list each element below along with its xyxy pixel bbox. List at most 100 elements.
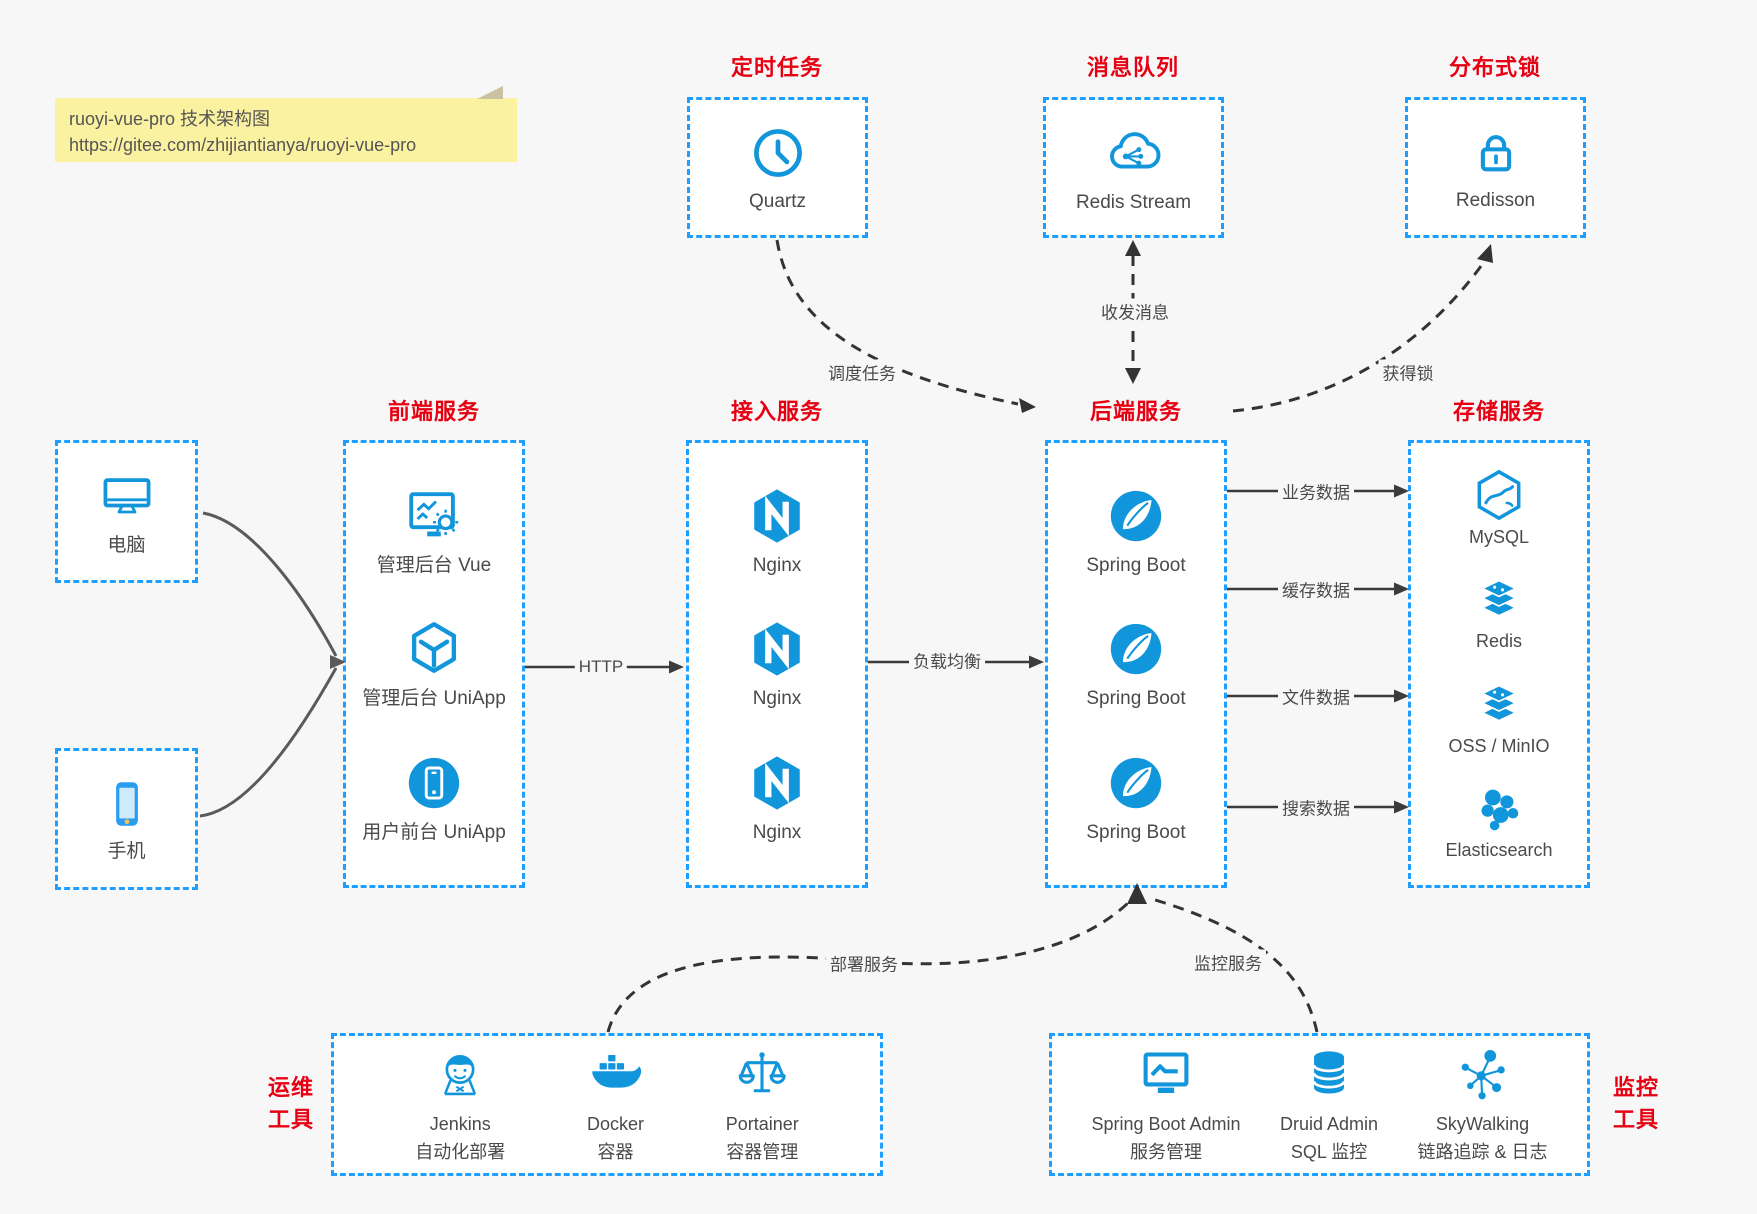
node-redisson: Redisson: [1456, 124, 1535, 212]
node-oss-minio: OSS / MinIO: [1448, 676, 1550, 757]
spring-boot-icon: [1105, 618, 1167, 680]
druid-icon: [1300, 1045, 1358, 1103]
node-spring-boot-admin: Spring Boot Admin 服务管理: [1091, 1045, 1241, 1164]
node-label: Redis Stream: [1075, 191, 1192, 213]
group-title-message-queue: 消息队列: [1086, 55, 1180, 80]
node-nginx-3: Nginx: [746, 752, 808, 844]
spring-boot-icon: [1105, 485, 1167, 547]
skywalking-icon: [1454, 1045, 1512, 1103]
node-label: Nginx: [752, 821, 802, 843]
node-spring-boot-3: Spring Boot: [1086, 752, 1186, 844]
node-quartz: Quartz: [748, 123, 808, 213]
edge-label-schedule-task: 调度任务: [824, 359, 900, 385]
ops-title-line2: 工具: [267, 1107, 315, 1132]
node-nginx-2: Nginx: [746, 618, 808, 710]
node-label: 管理后台 UniApp: [362, 688, 506, 710]
lock-icon: [1467, 124, 1525, 182]
edge-label-acquire-lock: 获得锁: [1378, 359, 1438, 385]
spring-boot-admin-icon: [1137, 1045, 1195, 1103]
node-redis-stream: Redis Stream: [1076, 122, 1191, 214]
node-label: Redisson: [1455, 189, 1536, 211]
edge-label-http: HTTP: [574, 657, 628, 677]
node-elasticsearch: Elasticsearch: [1445, 780, 1553, 861]
nginx-icon: [746, 618, 808, 680]
node-label: Elasticsearch: [1445, 840, 1553, 861]
edge-label-business-data: 业务数据: [1278, 478, 1354, 504]
portainer-icon: [733, 1045, 791, 1103]
jenkins-icon: [431, 1045, 489, 1103]
box-client-pc: 电脑: [55, 440, 198, 583]
desktop-icon: [97, 467, 157, 527]
title-note: ruoyi-vue-pro 技术架构图 https://gitee.com/zh…: [55, 86, 517, 162]
smartphone-icon: [98, 775, 156, 833]
tool-desc: 自动化部署: [415, 1141, 506, 1162]
box-gateway-services: Nginx Nginx Nginx: [686, 440, 868, 888]
node-docker: Docker 容器: [586, 1045, 644, 1164]
note-url: https://gitee.com/zhijiantianya/ruoyi-vu…: [69, 135, 417, 156]
uniapp-cube-icon: [403, 618, 465, 680]
node-label: Nginx: [752, 554, 802, 576]
edge-label-send-receive: 收发消息: [1097, 298, 1173, 324]
tool-name: Druid Admin: [1280, 1114, 1379, 1135]
node-portainer: Portainer 容器管理: [726, 1045, 799, 1164]
node-phone: 手机: [98, 775, 156, 863]
group-title-distributed-lock: 分布式锁: [1448, 55, 1542, 80]
group-title-storage: 存储服务: [1452, 399, 1546, 424]
tool-desc: 服务管理: [1130, 1141, 1202, 1162]
note-fold-corner: [477, 86, 503, 99]
box-storage-services: MySQL Redis OSS / MinIO Elasticsearch: [1408, 440, 1590, 888]
elasticsearch-icon: [1471, 780, 1527, 836]
node-label: 管理后台 Vue: [376, 554, 492, 576]
mysql-icon: [1471, 467, 1527, 523]
spring-boot-icon: [1105, 752, 1167, 814]
edge-acquire-lock: [1232, 261, 1486, 413]
node-redis: Redis: [1471, 571, 1527, 652]
node-admin-vue: 管理后台 Vue: [377, 485, 491, 577]
box-message-queue: Redis Stream: [1043, 97, 1224, 238]
group-title-ops-tools: 运维 工具: [268, 1072, 314, 1136]
node-druid-admin: Druid Admin SQL 监控: [1280, 1045, 1378, 1164]
monitor-title-line1: 监控: [1612, 1075, 1660, 1101]
node-label: MySQL: [1468, 526, 1529, 547]
admin-vue-icon: [403, 485, 465, 547]
node-spring-boot-1: Spring Boot: [1086, 485, 1186, 577]
nginx-icon: [746, 485, 808, 547]
note-title: ruoyi-vue-pro 技术架构图: [69, 109, 271, 129]
clock-icon: [748, 123, 808, 183]
group-title-scheduled-task: 定时任务: [730, 55, 824, 80]
redis-icon: [1471, 571, 1527, 627]
node-spring-boot-2: Spring Boot: [1086, 618, 1186, 710]
node-label: Spring Boot: [1086, 688, 1186, 710]
node-label: Spring Boot: [1086, 821, 1186, 843]
group-title-backend: 后端服务: [1089, 399, 1183, 424]
node-label: Redis: [1475, 631, 1523, 652]
tool-desc: SQL 监控: [1290, 1141, 1368, 1162]
group-title-gateway: 接入服务: [730, 399, 824, 424]
box-frontend-services: 管理后台 Vue 管理后台 UniApp 用户前台 UniApp: [343, 440, 525, 888]
node-label: Quartz: [748, 190, 807, 212]
node-jenkins: Jenkins 自动化部署: [415, 1045, 505, 1164]
box-monitor-tools: Spring Boot Admin 服务管理 Druid Admin SQL 监…: [1049, 1033, 1590, 1176]
edge-label-load-balance: 负载均衡: [909, 647, 985, 673]
user-app-icon: [403, 752, 465, 814]
node-label: Spring Boot: [1086, 554, 1186, 576]
node-label: 电脑: [107, 534, 146, 556]
tool-name: Portainer: [725, 1114, 799, 1135]
tool-name: Spring Boot Admin: [1091, 1114, 1241, 1135]
node-mysql: MySQL: [1469, 467, 1529, 548]
edge-label-monitor-service: 监控服务: [1190, 949, 1266, 975]
tool-desc: 容器管理: [726, 1141, 799, 1162]
node-label: OSS / MinIO: [1448, 735, 1550, 756]
edge-label-deploy-service: 部署服务: [826, 950, 902, 976]
group-title-frontend: 前端服务: [387, 399, 481, 424]
node-label: 手机: [107, 841, 146, 863]
tool-desc: 容器: [597, 1141, 634, 1162]
tool-name: Jenkins: [429, 1114, 491, 1135]
docker-icon: [586, 1045, 644, 1103]
tool-desc: 链路追踪 & 日志: [1417, 1141, 1548, 1162]
ops-title-line1: 运维: [267, 1075, 315, 1101]
box-distributed-lock: Redisson: [1405, 97, 1586, 238]
group-title-monitor-tools: 监控 工具: [1613, 1072, 1659, 1136]
box-client-phone: 手机: [55, 748, 198, 890]
